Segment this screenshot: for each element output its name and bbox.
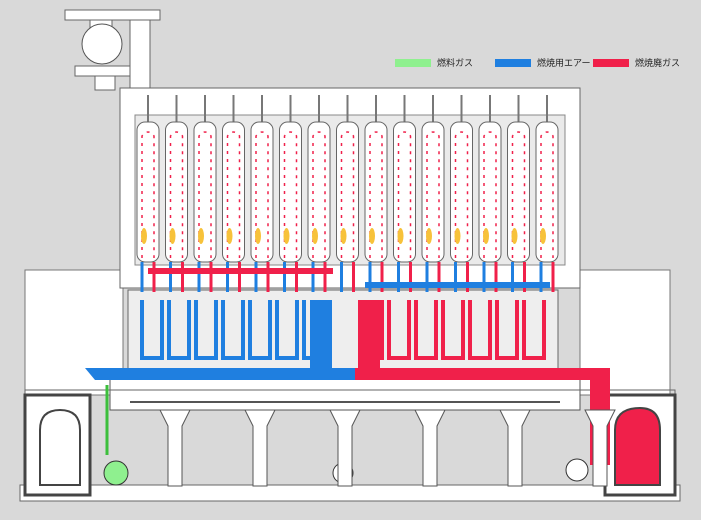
flame-icon bbox=[540, 228, 546, 244]
air-regenerator-coil bbox=[275, 300, 299, 360]
foundation-pier bbox=[159, 409, 191, 487]
ground-slab bbox=[19, 484, 681, 502]
oven-flue bbox=[450, 95, 473, 292]
flame-icon bbox=[369, 228, 375, 244]
waste-gas-flue bbox=[614, 406, 661, 486]
air-regenerator-coil bbox=[167, 300, 191, 360]
regenerator-block bbox=[127, 289, 559, 371]
oven-flue bbox=[165, 95, 188, 292]
oven-flue bbox=[279, 95, 302, 292]
legend-combustion-air-label: 燃焼用エアー bbox=[537, 59, 591, 69]
foundation-pier bbox=[414, 409, 446, 487]
air-main-duct bbox=[85, 368, 355, 380]
air-regenerator-coil bbox=[248, 300, 272, 360]
oven-flue bbox=[250, 95, 274, 292]
exhaust-riser bbox=[358, 300, 380, 370]
flame-icon bbox=[141, 228, 147, 244]
oven-flue bbox=[421, 95, 445, 292]
fuel-gas-swatch bbox=[395, 58, 431, 67]
flame-icon bbox=[169, 228, 176, 244]
legend-exhaust-gas: 燃焼廃ガス bbox=[593, 56, 680, 69]
air-collector bbox=[365, 282, 550, 288]
flame-icon bbox=[312, 228, 318, 244]
foundation-pier bbox=[584, 409, 616, 487]
legend-exhaust-gas-label: 燃焼廃ガス bbox=[635, 59, 681, 69]
exhaust-collector bbox=[148, 268, 333, 274]
air-regenerator-coil bbox=[221, 300, 245, 360]
flame-icon bbox=[255, 228, 261, 244]
air-riser bbox=[310, 300, 332, 370]
flame-icon bbox=[198, 228, 204, 244]
exhaust-regenerator-coil bbox=[441, 300, 465, 360]
flame-icon bbox=[283, 228, 290, 244]
flame-icon bbox=[340, 228, 347, 244]
right-valve-icon bbox=[565, 458, 589, 482]
flame-icon bbox=[426, 228, 432, 244]
combustion-air-swatch bbox=[495, 58, 531, 67]
oven-flue bbox=[193, 95, 217, 292]
flame-icon bbox=[226, 228, 233, 244]
foundation-pier bbox=[329, 409, 361, 487]
exhaust-regenerator-coil bbox=[495, 300, 519, 360]
legend-fuel-gas: 燃料ガス bbox=[395, 56, 473, 69]
oven-flue bbox=[336, 95, 359, 292]
oven-flue bbox=[222, 95, 245, 292]
oven-flue bbox=[393, 95, 416, 292]
exhaust-regenerator-coil bbox=[468, 300, 492, 360]
flame-icon bbox=[454, 228, 461, 244]
left-tunnel bbox=[23, 393, 92, 497]
flame-icon bbox=[511, 228, 518, 244]
machine-wheel-icon bbox=[81, 23, 123, 65]
legend-fuel-gas-label: 燃料ガス bbox=[437, 59, 474, 69]
oven-flue bbox=[364, 95, 388, 292]
flame-icon bbox=[397, 228, 404, 244]
oven-flue bbox=[307, 95, 331, 292]
exhaust-gas-swatch bbox=[593, 58, 629, 67]
fuel-gas-line bbox=[103, 385, 129, 486]
charging-machine bbox=[64, 9, 161, 91]
oven-flue bbox=[136, 95, 160, 292]
air-regenerator-coil bbox=[140, 300, 164, 360]
foundation-pier bbox=[499, 409, 531, 487]
legend-combustion-air: 燃焼用エアー bbox=[495, 56, 590, 69]
exhaust-regenerator-coil bbox=[522, 300, 546, 360]
air-regenerator-coil bbox=[194, 300, 218, 360]
fuel-gas-valve-icon bbox=[103, 460, 129, 486]
exhaust-regenerator-coil bbox=[387, 300, 411, 360]
flame-icon bbox=[483, 228, 489, 244]
oven-sole bbox=[109, 377, 581, 411]
exhaust-main-duct bbox=[355, 368, 610, 465]
foundation-pier bbox=[244, 409, 276, 487]
exhaust-regenerator-coil bbox=[414, 300, 438, 360]
